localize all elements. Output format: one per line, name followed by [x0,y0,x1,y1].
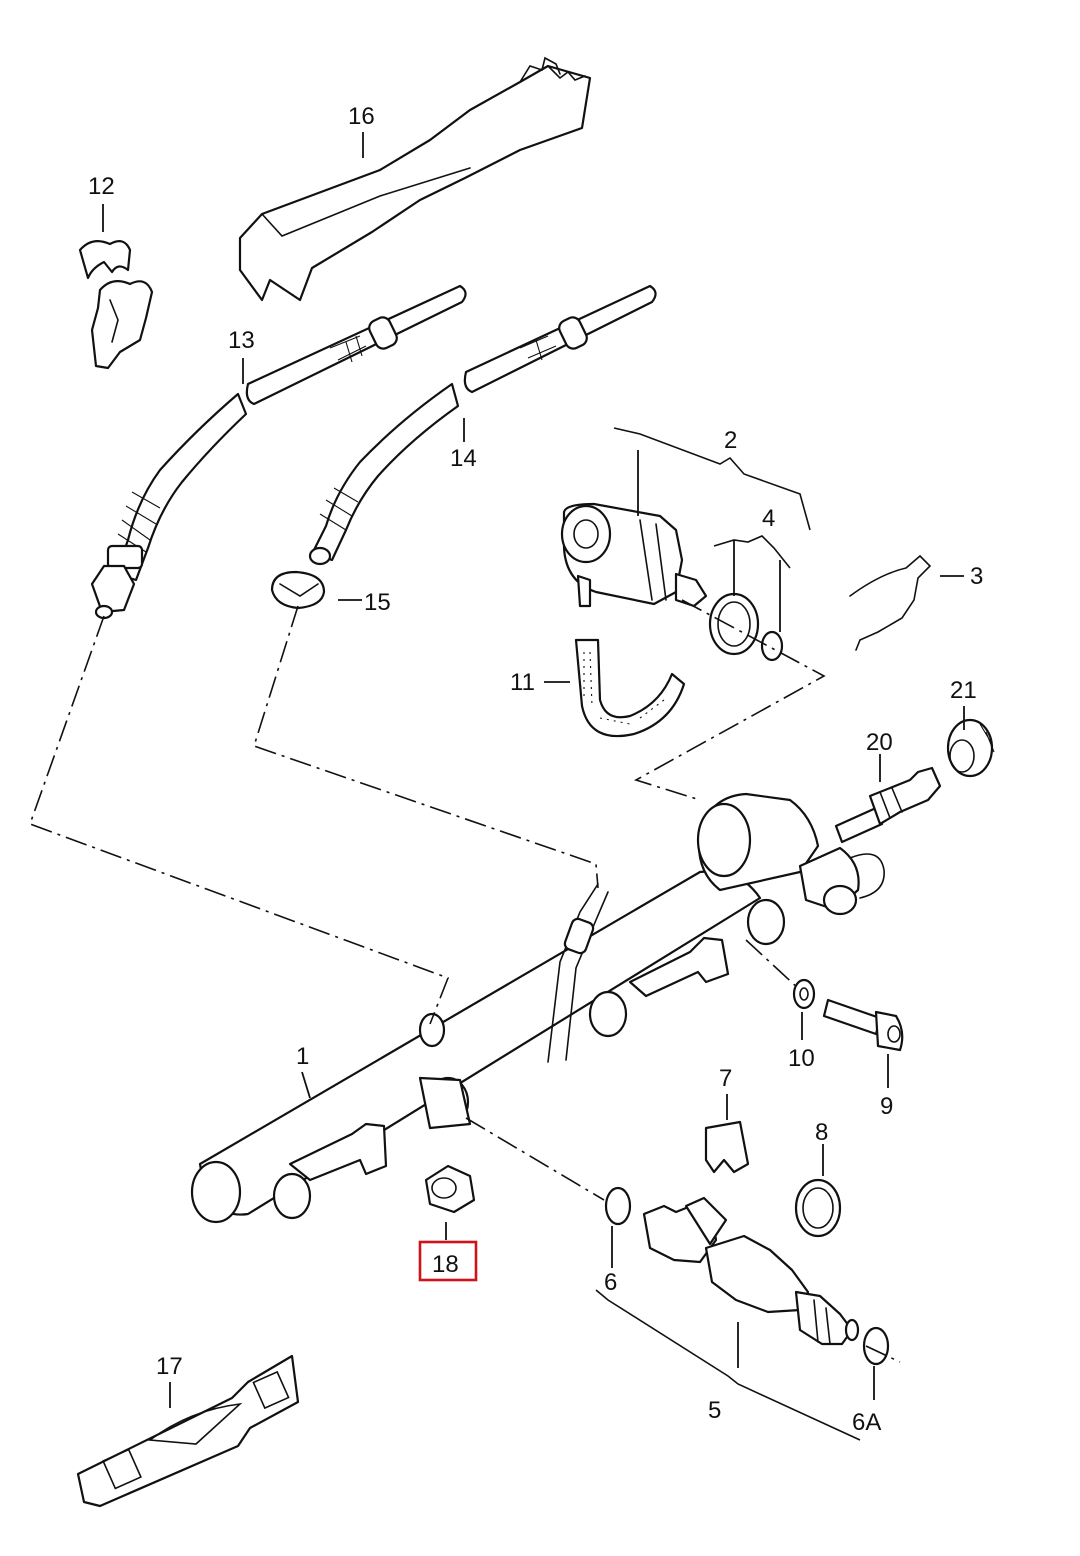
callout-15: 15 [364,589,391,616]
callout-13: 13 [228,327,255,354]
callout-6: 6 [604,1269,617,1296]
part-1-fuel-rail [190,792,885,1224]
callout-21: 21 [950,677,977,704]
callout-1: 1 [296,1043,309,1070]
part-20-pressure-sensor [834,766,942,844]
callout-16: 16 [348,103,375,130]
callouts: 16 12 13 14 2 4 3 15 11 21 20 1 10 7 9 8… [88,103,983,1436]
part-18-nut [424,1164,476,1214]
callout-10: 10 [788,1045,815,1072]
callout-20: 20 [866,729,893,756]
part-6a-o-ring [862,1326,890,1366]
callout-11: 11 [510,669,535,696]
callout-6a: 6A [852,1409,881,1436]
callout-5: 5 [708,1397,721,1424]
part-3-retaining-clip [849,554,932,651]
part-9-bolt [822,998,904,1052]
part-13-fuel-line [90,284,467,620]
callout-17: 17 [156,1353,183,1380]
callout-18-highlight-box [418,1240,478,1282]
part-10-washer [792,978,816,1010]
part-17-spacer [76,1354,300,1508]
callout-14: 14 [450,445,477,472]
part-2-pressure-regulator [560,502,708,608]
part-21-cap [946,718,995,778]
part-4-seals [708,592,784,662]
leader-lines [102,132,965,1441]
callout-8: 8 [815,1119,828,1146]
callout-3: 3 [970,563,983,590]
part-8-o-ring [794,1178,842,1238]
part-6-o-ring [604,1186,632,1226]
part-14-fuel-line [308,284,657,566]
part-12-clip [78,239,154,370]
part-11-vacuum-hose [574,638,686,738]
part-5-injector [642,1196,860,1346]
callout-7: 7 [719,1065,732,1092]
part-16-cover [238,56,592,302]
callout-18: 18 [432,1251,459,1278]
callout-12: 12 [88,173,115,200]
callout-4: 4 [762,505,775,532]
part-15-hose-clamp [270,570,326,610]
callout-9: 9 [880,1093,893,1120]
part-7-clip [704,1120,750,1174]
assembly-lines [28,599,901,1363]
callout-2: 2 [724,427,737,454]
